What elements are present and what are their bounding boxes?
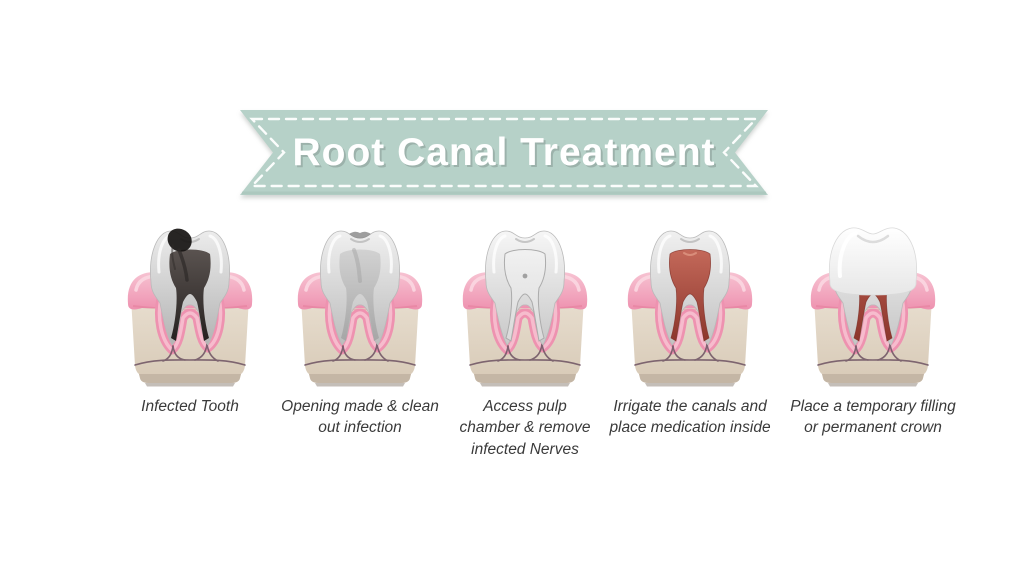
stage-figure-irrigate: Irrigate the canals and place medication… bbox=[600, 218, 780, 439]
caption-line: Irrigate the canals and bbox=[613, 398, 767, 415]
stage-figure-infected-tooth: Infected Tooth bbox=[100, 218, 280, 417]
caption-line: or permanent crown bbox=[804, 419, 942, 437]
stage-figure-crown: Place a temporary filling or permanent c… bbox=[783, 218, 963, 439]
caption-line: Opening made & clean bbox=[281, 398, 439, 415]
caption-line: infected Nerves bbox=[471, 440, 579, 458]
tooth-illustration-infected bbox=[115, 218, 265, 388]
caption-line: Access pulp bbox=[483, 398, 567, 415]
ribbon-banner-shape bbox=[240, 110, 768, 195]
stage-caption-medicated: Irrigate the canals and place medication… bbox=[600, 396, 780, 439]
caption-line: Place a temporary filling bbox=[790, 398, 956, 415]
stage-caption-opened: Opening made & clean out infection bbox=[270, 396, 450, 439]
caption-line: out infection bbox=[318, 419, 402, 437]
tooth-illustration-crowned bbox=[798, 218, 948, 388]
stage-caption-cleaned: Access pulp chamber & remove infected Ne… bbox=[435, 396, 615, 460]
tooth-illustration-cleaned bbox=[450, 218, 600, 388]
caption-line: place medication inside bbox=[609, 419, 771, 437]
stage-figure-access-pulp: Access pulp chamber & remove infected Ne… bbox=[435, 218, 615, 460]
stage-figure-opening-made: Opening made & clean out infection bbox=[270, 218, 450, 439]
page-title: Root Canal Treatment bbox=[292, 130, 716, 174]
stage-caption-crowned: Place a temporary filling or permanent c… bbox=[783, 396, 963, 439]
caption-line: chamber & remove bbox=[459, 419, 591, 437]
tooth-illustration-opened bbox=[285, 218, 435, 388]
title-ribbon: Root Canal Treatment bbox=[240, 110, 768, 195]
caption-line: Infected Tooth bbox=[141, 398, 239, 415]
tooth-illustration-medicated bbox=[615, 218, 765, 388]
stage-caption-infected: Infected Tooth bbox=[100, 396, 280, 417]
